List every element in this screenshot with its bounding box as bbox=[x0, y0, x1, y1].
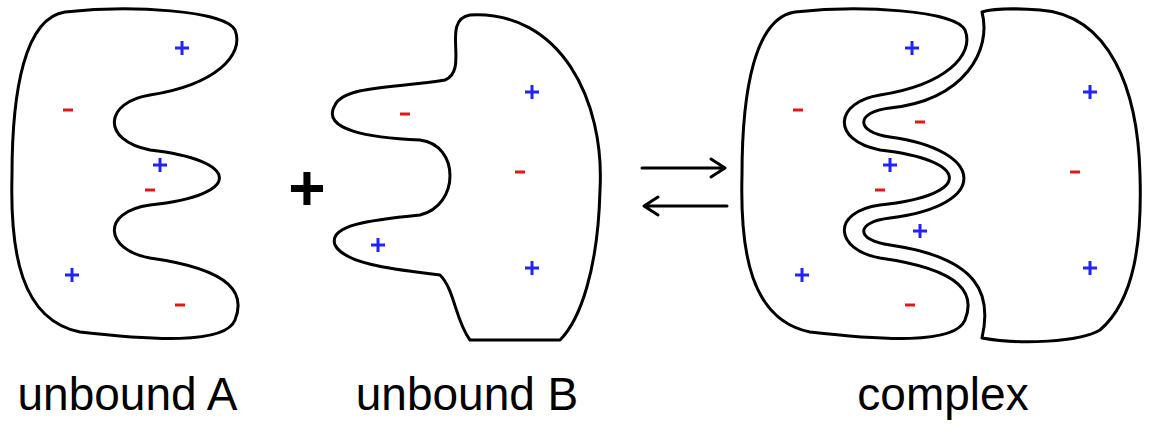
negative-charge bbox=[175, 304, 185, 307]
molecule-outline bbox=[12, 9, 238, 339]
node-caption: complex bbox=[857, 368, 1028, 421]
protein-shape: complex bbox=[735, 5, 1151, 425]
negative-charge bbox=[145, 189, 155, 192]
positive-charge bbox=[913, 224, 927, 238]
negative-charge bbox=[915, 121, 925, 124]
positive-charge bbox=[883, 158, 897, 172]
positive-charge bbox=[371, 238, 385, 252]
negative-charge bbox=[63, 109, 73, 112]
node-caption: unbound A bbox=[17, 368, 237, 421]
reverse-arrow bbox=[644, 197, 727, 215]
protein-outline bbox=[322, 5, 612, 425]
node-caption: unbound B bbox=[356, 368, 579, 421]
positive-charge bbox=[525, 261, 539, 275]
forward-arrow bbox=[642, 159, 725, 177]
protein-outline bbox=[735, 5, 1151, 425]
positive-charge bbox=[65, 268, 79, 282]
positive-charge bbox=[905, 41, 919, 55]
negative-charge bbox=[515, 171, 525, 174]
positive-charge bbox=[153, 158, 167, 172]
positive-charge bbox=[1083, 85, 1097, 99]
molecule-outline bbox=[864, 9, 1141, 342]
molecule-outline bbox=[332, 15, 600, 340]
negative-charge bbox=[793, 109, 803, 112]
protein-shape: unbound B bbox=[322, 5, 612, 425]
molecule-outline bbox=[742, 9, 968, 339]
negative-charge bbox=[875, 189, 885, 192]
positive-charge bbox=[1083, 261, 1097, 275]
positive-charge bbox=[795, 268, 809, 282]
positive-charge bbox=[525, 85, 539, 99]
protein-shape: unbound A bbox=[5, 5, 250, 425]
negative-charge bbox=[400, 113, 410, 116]
protein-outline bbox=[5, 5, 250, 425]
negative-charge bbox=[905, 304, 915, 307]
negative-charge bbox=[1070, 171, 1080, 174]
plus-sign: + bbox=[288, 156, 325, 220]
positive-charge bbox=[175, 41, 189, 55]
